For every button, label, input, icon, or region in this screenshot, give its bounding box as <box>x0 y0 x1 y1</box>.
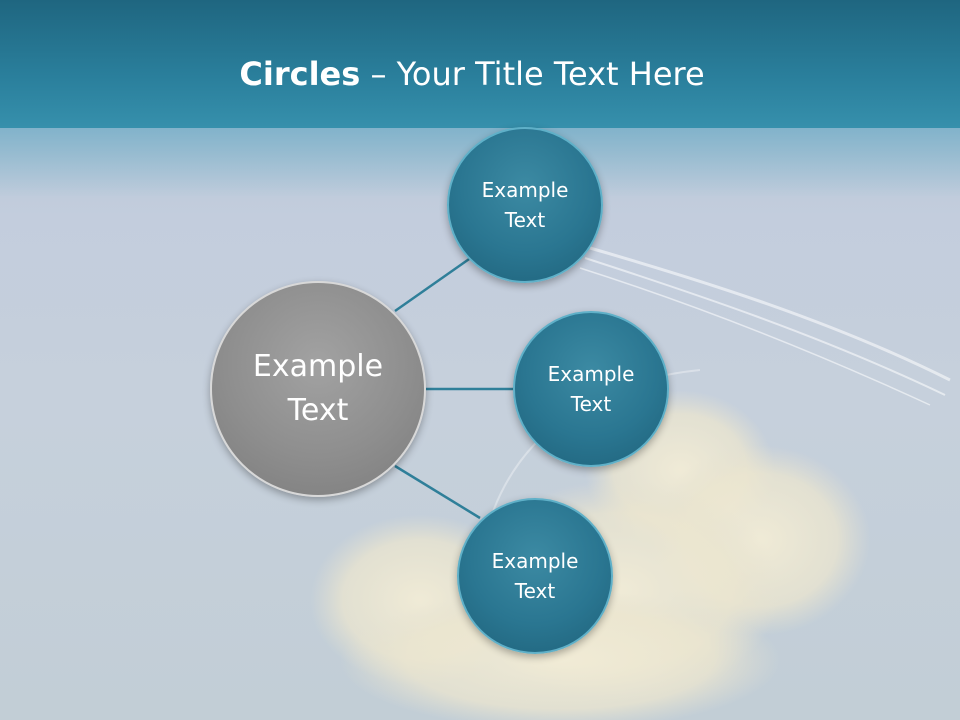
connector-bottom <box>394 464 481 520</box>
satellite-bottom-label: Example Text <box>460 546 610 606</box>
satellite-top-line1: Example <box>481 178 569 202</box>
satellite-middle-label: Example Text <box>516 359 666 419</box>
satellite-circle-top[interactable]: Example Text <box>447 127 603 283</box>
contrail-graphic <box>579 246 951 406</box>
center-circle[interactable]: Example Text <box>210 281 426 497</box>
satellite-middle-line2: Text <box>570 392 612 416</box>
center-circle-line2: Text <box>287 393 349 428</box>
satellite-top-line2: Text <box>504 208 546 232</box>
satellite-bottom-line1: Example <box>491 549 579 573</box>
slide-title-rest: – Your Title Text Here <box>360 55 705 93</box>
connector-top <box>394 255 473 313</box>
title-bar <box>0 0 960 128</box>
slide-title[interactable]: Circles – Your Title Text Here <box>0 52 944 96</box>
satellite-circle-bottom[interactable]: Example Text <box>457 498 613 654</box>
satellite-top-label: Example Text <box>450 175 600 235</box>
slide-title-bold: Circles <box>239 55 361 93</box>
center-circle-label: Example Text <box>218 345 418 433</box>
center-circle-line1: Example <box>252 349 384 384</box>
satellite-bottom-line2: Text <box>514 579 556 603</box>
satellite-middle-line1: Example <box>547 362 635 386</box>
satellite-circle-middle[interactable]: Example Text <box>513 311 669 467</box>
